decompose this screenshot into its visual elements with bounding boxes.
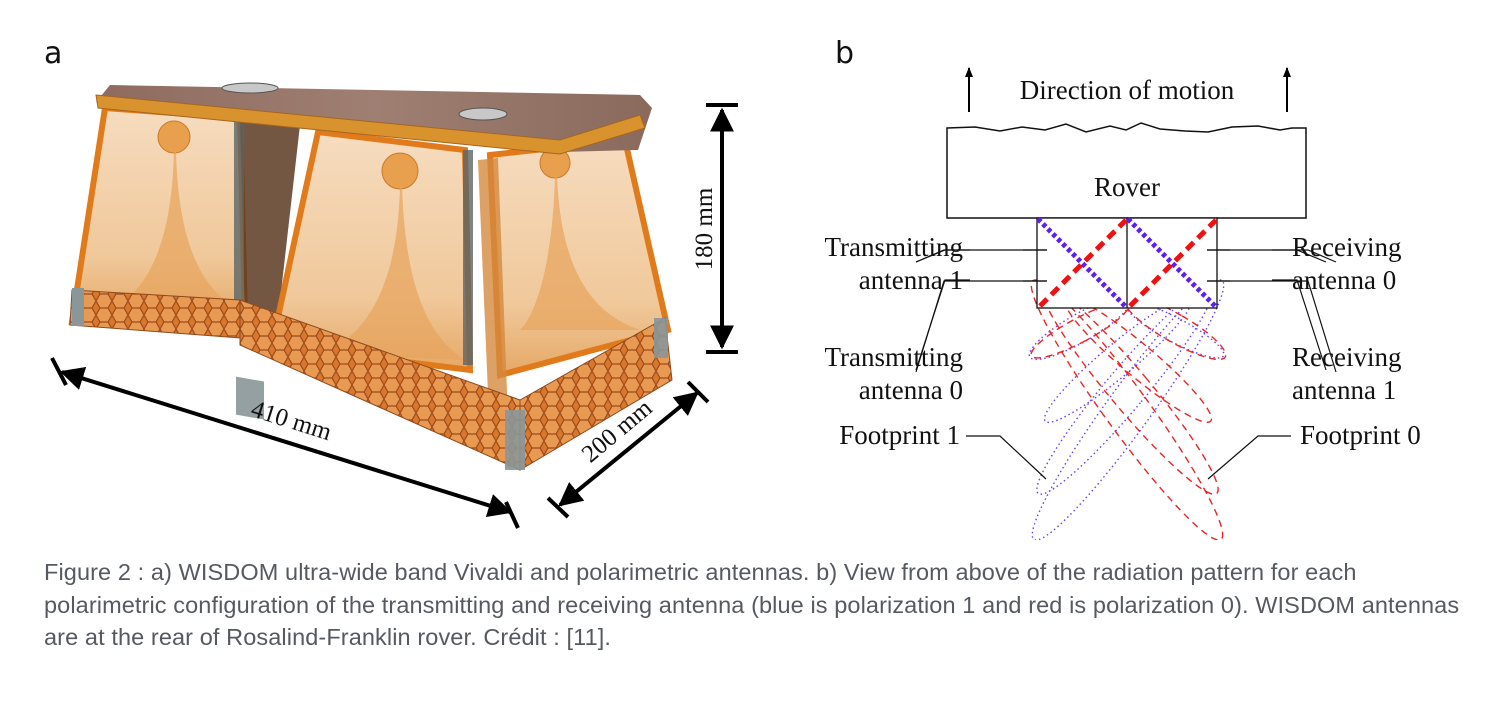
panel-b-label: b — [835, 36, 855, 71]
figure-caption: Figure 2 : a) WISDOM ultra-wide band Viv… — [44, 559, 1460, 650]
top-plate-edge — [95, 94, 646, 155]
vivaldi-flare — [320, 186, 465, 360]
panel-a-label: a — [44, 36, 63, 71]
tx-antenna-0-label-line1: Transmitting — [824, 342, 963, 372]
rover-label: Rover — [1094, 172, 1160, 202]
vivaldi-flare — [110, 150, 240, 310]
antenna-photo — [68, 82, 673, 471]
tx-antenna-1-label-line2: antenna 1 — [859, 265, 963, 295]
direction-of-motion-label: Direction of motion — [1020, 75, 1235, 105]
rx-antenna-0-label-line2: antenna 0 — [1292, 265, 1396, 295]
rx-antenna-1-label-line1: Receiving — [1292, 342, 1401, 372]
rover-box — [946, 122, 1307, 219]
figure-canvas: 180 mm 410 mm 200 mm Direction of motion… — [50, 67, 1421, 540]
footprint-1-label: Footprint 1 — [839, 420, 960, 450]
tx-antenna-0-label-line2: antenna 0 — [859, 375, 963, 405]
dimension-height-label: 180 mm — [691, 187, 718, 270]
rx-antenna-1-label-line2: antenna 1 — [1292, 375, 1396, 405]
honeycomb-disc — [157, 120, 191, 154]
dimension-length-label: 410 mm — [248, 396, 335, 447]
dimension-height: 180 mm — [691, 103, 738, 354]
footprint-0-label: Footprint 0 — [1300, 420, 1421, 450]
rx-antenna-0-polarization — [1128, 218, 1218, 308]
tx-antenna-1-label-line1: Transmitting — [824, 232, 963, 262]
radiation-diagram: Direction of motion Rover — [824, 67, 1421, 540]
honeycomb-disc — [381, 152, 419, 190]
rx-antenna-0-label-line1: Receiving — [1292, 232, 1401, 262]
tx-antenna-0-polarization — [1038, 218, 1128, 308]
